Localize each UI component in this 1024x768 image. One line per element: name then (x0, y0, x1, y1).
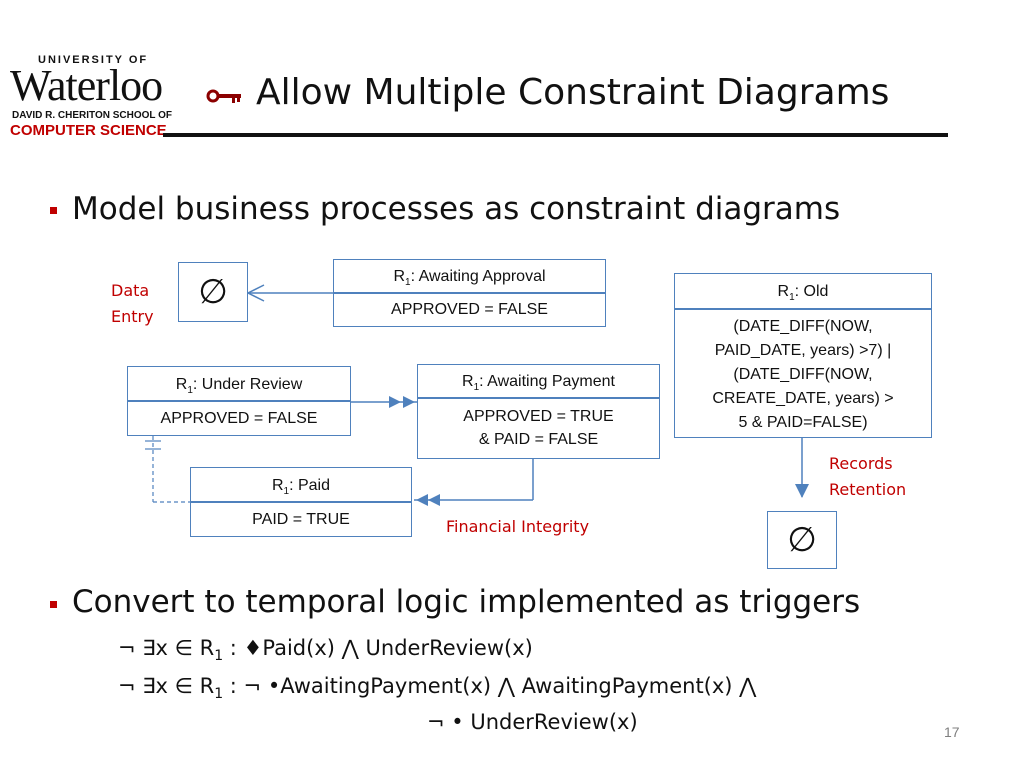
state-awaiting-approval-condition: APPROVED = FALSE (391, 301, 548, 318)
records-retention-label: Records Retention (829, 451, 906, 503)
state-old: R1: Old (DATE_DIFF(NOW, PAID_DATE, years… (674, 273, 932, 438)
state-awaiting-payment-condition: APPROVED = TRUE & PAID = FALSE (463, 408, 614, 448)
state-awaiting-payment: R1: Awaiting Payment APPROVED = TRUE & P… (417, 364, 660, 459)
data-entry-empty-set: ∅ (178, 262, 248, 322)
bullet-marker (50, 601, 57, 608)
data-entry-label: Data Entry (111, 278, 154, 330)
records-retention-line2: Retention (829, 480, 907, 499)
state-old-condition: (DATE_DIFF(NOW, PAID_DATE, years) >7) | … (712, 318, 894, 431)
bullet-marker (50, 207, 57, 214)
state-under-review-header: R1: Under Review (128, 367, 350, 402)
state-paid-header: R1: Paid (191, 468, 411, 503)
financial-integrity-label: Financial Integrity (446, 517, 590, 536)
formula-line-3: ¬ • UnderReview(x) (427, 710, 638, 734)
bullet-text-2: Convert to temporal logic implemented as… (72, 584, 861, 620)
university-logo: UNIVERSITY OF Waterloo DAVID R. CHERITON… (10, 54, 172, 140)
data-entry-label-line2: Entry (111, 307, 154, 326)
logo-university-label: UNIVERSITY OF (38, 54, 149, 66)
logo-university-name: Waterloo (10, 61, 163, 110)
formula-line-1: ¬ ∃x ∈ R1 : ♦Paid(x) ⋀ UnderReview(x) (118, 636, 533, 665)
state-awaiting-payment-header: R1: Awaiting Payment (418, 365, 659, 399)
page-title: Allow Multiple Constraint Diagrams (256, 72, 890, 113)
data-entry-label-line1: Data (111, 281, 150, 300)
state-awaiting-approval: R1: Awaiting Approval APPROVED = FALSE (333, 259, 606, 327)
state-paid-condition: PAID = TRUE (252, 511, 350, 528)
state-awaiting-approval-header: R1: Awaiting Approval (334, 260, 605, 294)
formula-line-2: ¬ ∃x ∈ R1 : ¬ •AwaitingPayment(x) ⋀ Awai… (118, 674, 757, 703)
key-icon (206, 89, 241, 103)
page-number: 17 (944, 724, 960, 740)
logo-school-line2: COMPUTER SCIENCE (10, 122, 167, 139)
bullet-text-1: Model business processes as constraint d… (72, 191, 841, 227)
records-retention-line1: Records (829, 454, 893, 473)
state-paid: R1: Paid PAID = TRUE (190, 467, 412, 537)
state-under-review-condition: APPROVED = FALSE (160, 410, 318, 427)
empty-set-symbol: ∅ (787, 521, 817, 559)
empty-set-symbol: ∅ (198, 273, 228, 311)
state-under-review: R1: Under Review APPROVED = FALSE (127, 366, 351, 436)
state-old-header: R1: Old (675, 274, 931, 310)
logo-school-line1: DAVID R. CHERITON SCHOOL OF (12, 110, 173, 121)
title-underline (163, 133, 948, 137)
records-retention-empty-set: ∅ (767, 511, 837, 569)
